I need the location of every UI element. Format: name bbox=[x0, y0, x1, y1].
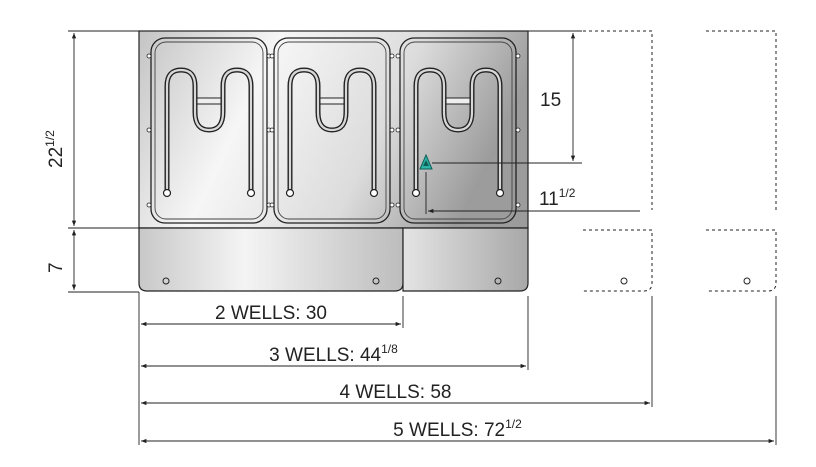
element-depth-dimension bbox=[432, 30, 582, 164]
heating-element-2 bbox=[269, 53, 395, 208]
element-offset-label: 111/2 bbox=[539, 186, 576, 210]
width-label-4-wells: 4 WELLS: 58 bbox=[340, 382, 452, 403]
element-offset-dimension bbox=[425, 172, 640, 214]
width-label-2-wells: 2 WELLS: 30 bbox=[215, 303, 327, 324]
width-label-3-wells: 3 WELLS: 441/8 bbox=[269, 342, 398, 366]
width-dimension-5-wells: 5 WELLS: 721/2 bbox=[141, 417, 774, 444]
optional-well-4 bbox=[583, 30, 653, 292]
width-dimension-2-wells: 2 WELLS: 30 bbox=[141, 303, 401, 327]
front-panel bbox=[138, 227, 529, 292]
probe-icon bbox=[419, 153, 433, 170]
width-dimension-3-wells: 3 WELLS: 441/8 bbox=[141, 342, 526, 369]
height-front-label: 7 bbox=[46, 262, 67, 273]
width-dimensions: 2 WELLS: 30 3 WELLS: 441/8 4 WELLS: 58 5 WE… bbox=[138, 292, 777, 445]
optional-well-5 bbox=[706, 30, 777, 292]
heating-element-3 bbox=[395, 53, 521, 208]
heating-elements bbox=[146, 53, 521, 208]
height-main-label: 221/2 bbox=[43, 130, 67, 168]
width-dimension-4-wells: 4 WELLS: 58 bbox=[141, 382, 650, 406]
height-dimension bbox=[68, 30, 139, 293]
element-depth-label: 15 bbox=[540, 90, 561, 111]
width-label-5-wells: 5 WELLS: 721/2 bbox=[393, 417, 522, 441]
